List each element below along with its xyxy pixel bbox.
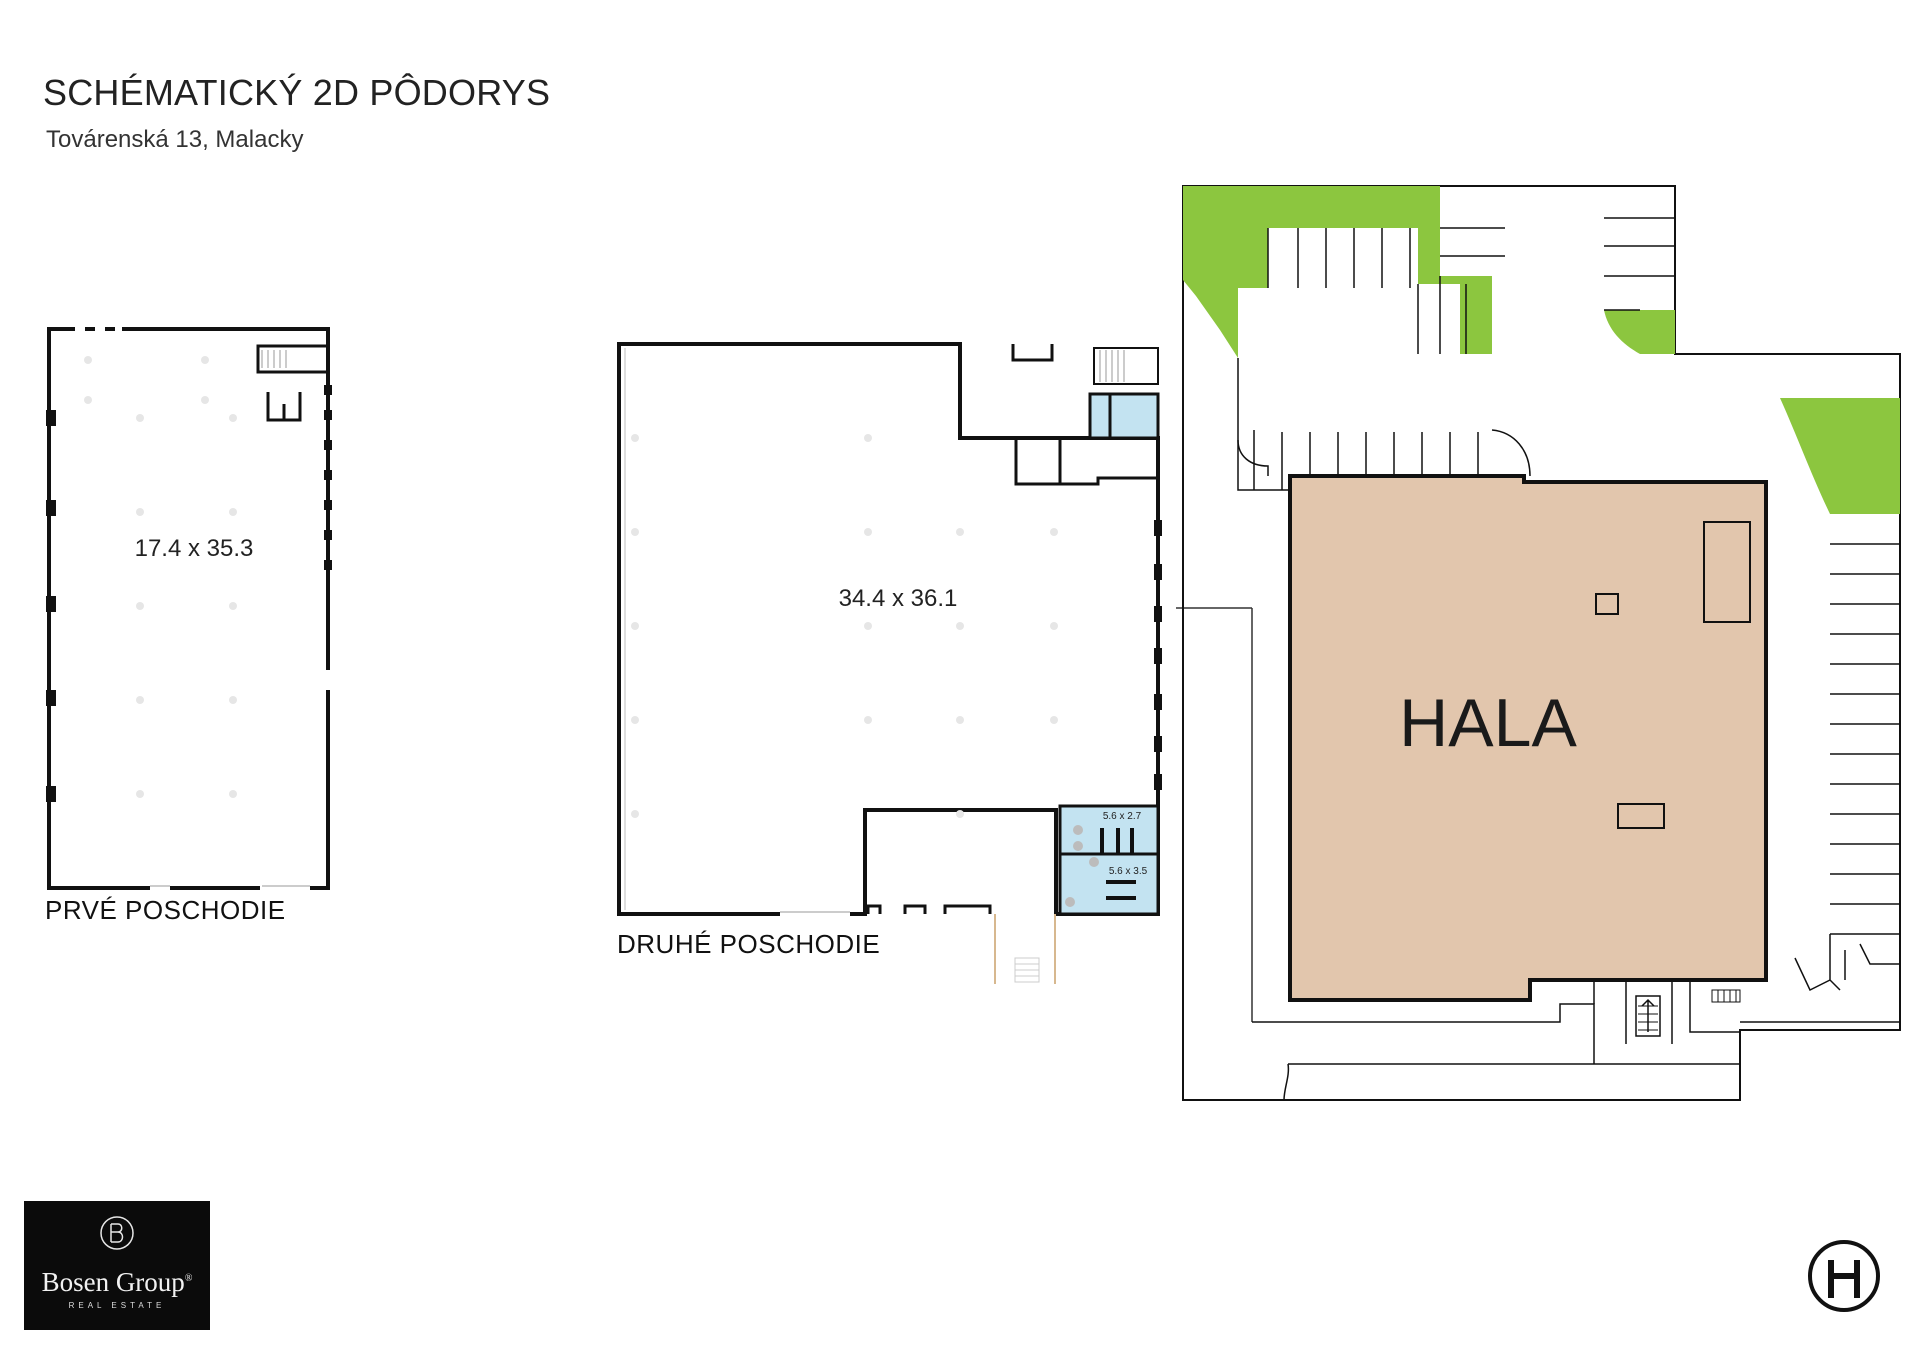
- first-floor-label: PRVÉ POSCHODIE: [45, 895, 286, 925]
- logo-registered-mark: ®: [184, 1273, 193, 1284]
- greenery-area: [1604, 310, 1675, 354]
- hall-building: [1288, 474, 1768, 1002]
- greenery-area: [1780, 398, 1900, 514]
- hall-fixture: [1595, 593, 1619, 615]
- room-b-dimensions: 5.6 x 3.5: [1109, 866, 1148, 877]
- pillar: [46, 500, 56, 516]
- stair: [1711, 989, 1741, 1003]
- page-address: Továrenská 13, Malacky: [46, 126, 304, 153]
- logo-tagline: REAL ESTATE: [68, 1301, 166, 1310]
- site-plan: HALA: [1176, 185, 1901, 1101]
- logo-monogram-icon: [100, 1216, 134, 1250]
- stair: [1635, 995, 1661, 1037]
- wet-room: [1088, 392, 1160, 440]
- room-a-dimensions: 5.6 x 2.7: [1103, 811, 1142, 822]
- company-logo: Bosen Group® REAL ESTATE: [24, 1201, 210, 1330]
- first-floor-dimensions: 17.4 x 35.3: [135, 535, 254, 562]
- pillar: [46, 786, 56, 802]
- hall-label: HALA: [1399, 685, 1577, 761]
- pillar: [46, 410, 56, 426]
- hall-fixture: [1617, 803, 1665, 829]
- column-grid: [631, 434, 1058, 818]
- logo-name: Bosen Group: [41, 1267, 185, 1297]
- property-boundary: [1182, 185, 1901, 1101]
- stair: [256, 344, 330, 374]
- parking-bays: [1237, 217, 1900, 1101]
- page-title: SCHÉMATICKÝ 2D PÔDORYS: [43, 72, 551, 113]
- first-floor-plan: 17.4 x 35.3: [46, 326, 332, 891]
- pillar: [46, 596, 56, 612]
- greenery-area: [1183, 186, 1492, 358]
- first-floor-outline: [47, 327, 330, 890]
- watermark-logo-icon: [1808, 1240, 1880, 1312]
- hall-fixture: [1703, 521, 1751, 623]
- pillar: [46, 690, 56, 706]
- second-floor-plan: 5.6 x 2.7 5.6 x 3.5 34.4 x 36.1: [617, 342, 1162, 984]
- second-floor-label: DRUHÉ POSCHODIE: [617, 929, 881, 959]
- second-floor-dimensions: 34.4 x 36.1: [839, 585, 958, 612]
- column-grid: [84, 356, 237, 798]
